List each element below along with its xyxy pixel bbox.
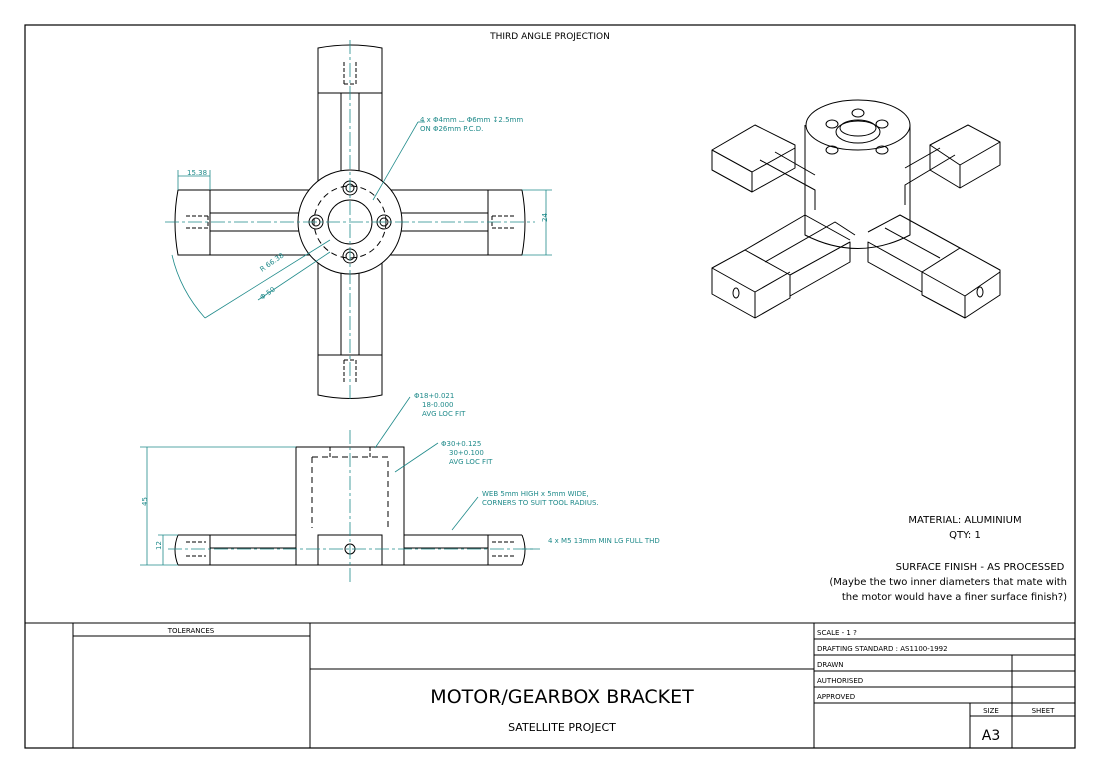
sheet-label: SHEET bbox=[1032, 707, 1056, 715]
bore-inner-3: AVG LOC FIT bbox=[422, 410, 466, 418]
dim-top-left: 15.38 bbox=[187, 169, 207, 177]
dim-right-height: 24 bbox=[541, 213, 549, 222]
approved-field: APPROVED bbox=[817, 693, 855, 701]
web-note-2: CORNERS TO SUIT TOOL RADIUS. bbox=[482, 499, 599, 507]
front-centerlines bbox=[168, 430, 535, 585]
tolerances-label: TOLERANCES bbox=[167, 627, 215, 635]
finish-note: SURFACE FINISH - AS PROCESSED bbox=[896, 562, 1065, 573]
qty-note: QTY: 1 bbox=[949, 530, 981, 541]
dim-height-12: 12 bbox=[155, 541, 163, 550]
dim-diameter: Φ 50 bbox=[259, 286, 277, 302]
finish-comment-2: the motor would have a finer surface fin… bbox=[842, 592, 1067, 603]
hole-callout-1: 4 x Φ4mm ⌴ Φ6mm ↧2.5mm bbox=[420, 116, 523, 124]
bore-inner-2: 18-0.000 bbox=[422, 401, 453, 409]
bore-inner-1: Φ18+0.021 bbox=[414, 392, 454, 400]
size-value: A3 bbox=[982, 728, 1000, 744]
projection-label: THIRD ANGLE PROJECTION bbox=[489, 32, 610, 42]
title-block bbox=[25, 622, 1075, 748]
authorised-field: AUTHORISED bbox=[817, 677, 863, 685]
bore-outer-3: AVG LOC FIT bbox=[449, 458, 493, 466]
plan-dimensions bbox=[171, 121, 552, 319]
finish-comment-1: (Maybe the two inner diameters that mate… bbox=[829, 577, 1067, 588]
project-name: SATELLITE PROJECT bbox=[508, 721, 616, 734]
front-dimensions bbox=[140, 396, 540, 566]
hole-callout-2: ON Φ26mm P.C.D. bbox=[420, 125, 483, 133]
plan-centerlines bbox=[165, 40, 535, 402]
size-label: SIZE bbox=[983, 707, 999, 715]
material-note: MATERIAL: ALUMINIUM bbox=[908, 515, 1021, 526]
isometric-view bbox=[711, 99, 1001, 319]
drawn-field: DRAWN bbox=[817, 661, 844, 669]
dim-height-45: 45 bbox=[141, 497, 149, 506]
thread-note: 4 x M5 13mm MIN LG FULL THD bbox=[548, 537, 660, 545]
bore-outer-2: 30+0.100 bbox=[449, 449, 484, 457]
scale-field: SCALE - 1 ? bbox=[817, 629, 857, 637]
standard-field: DRAFTING STANDARD : AS1100-1992 bbox=[817, 645, 948, 653]
drawing-title: MOTOR/GEARBOX BRACKET bbox=[430, 686, 694, 708]
web-note-1: WEB 5mm HIGH x 5mm WIDE, bbox=[482, 490, 589, 498]
bore-outer-1: Φ30+0.125 bbox=[441, 440, 481, 448]
sheet-border bbox=[24, 24, 1076, 749]
